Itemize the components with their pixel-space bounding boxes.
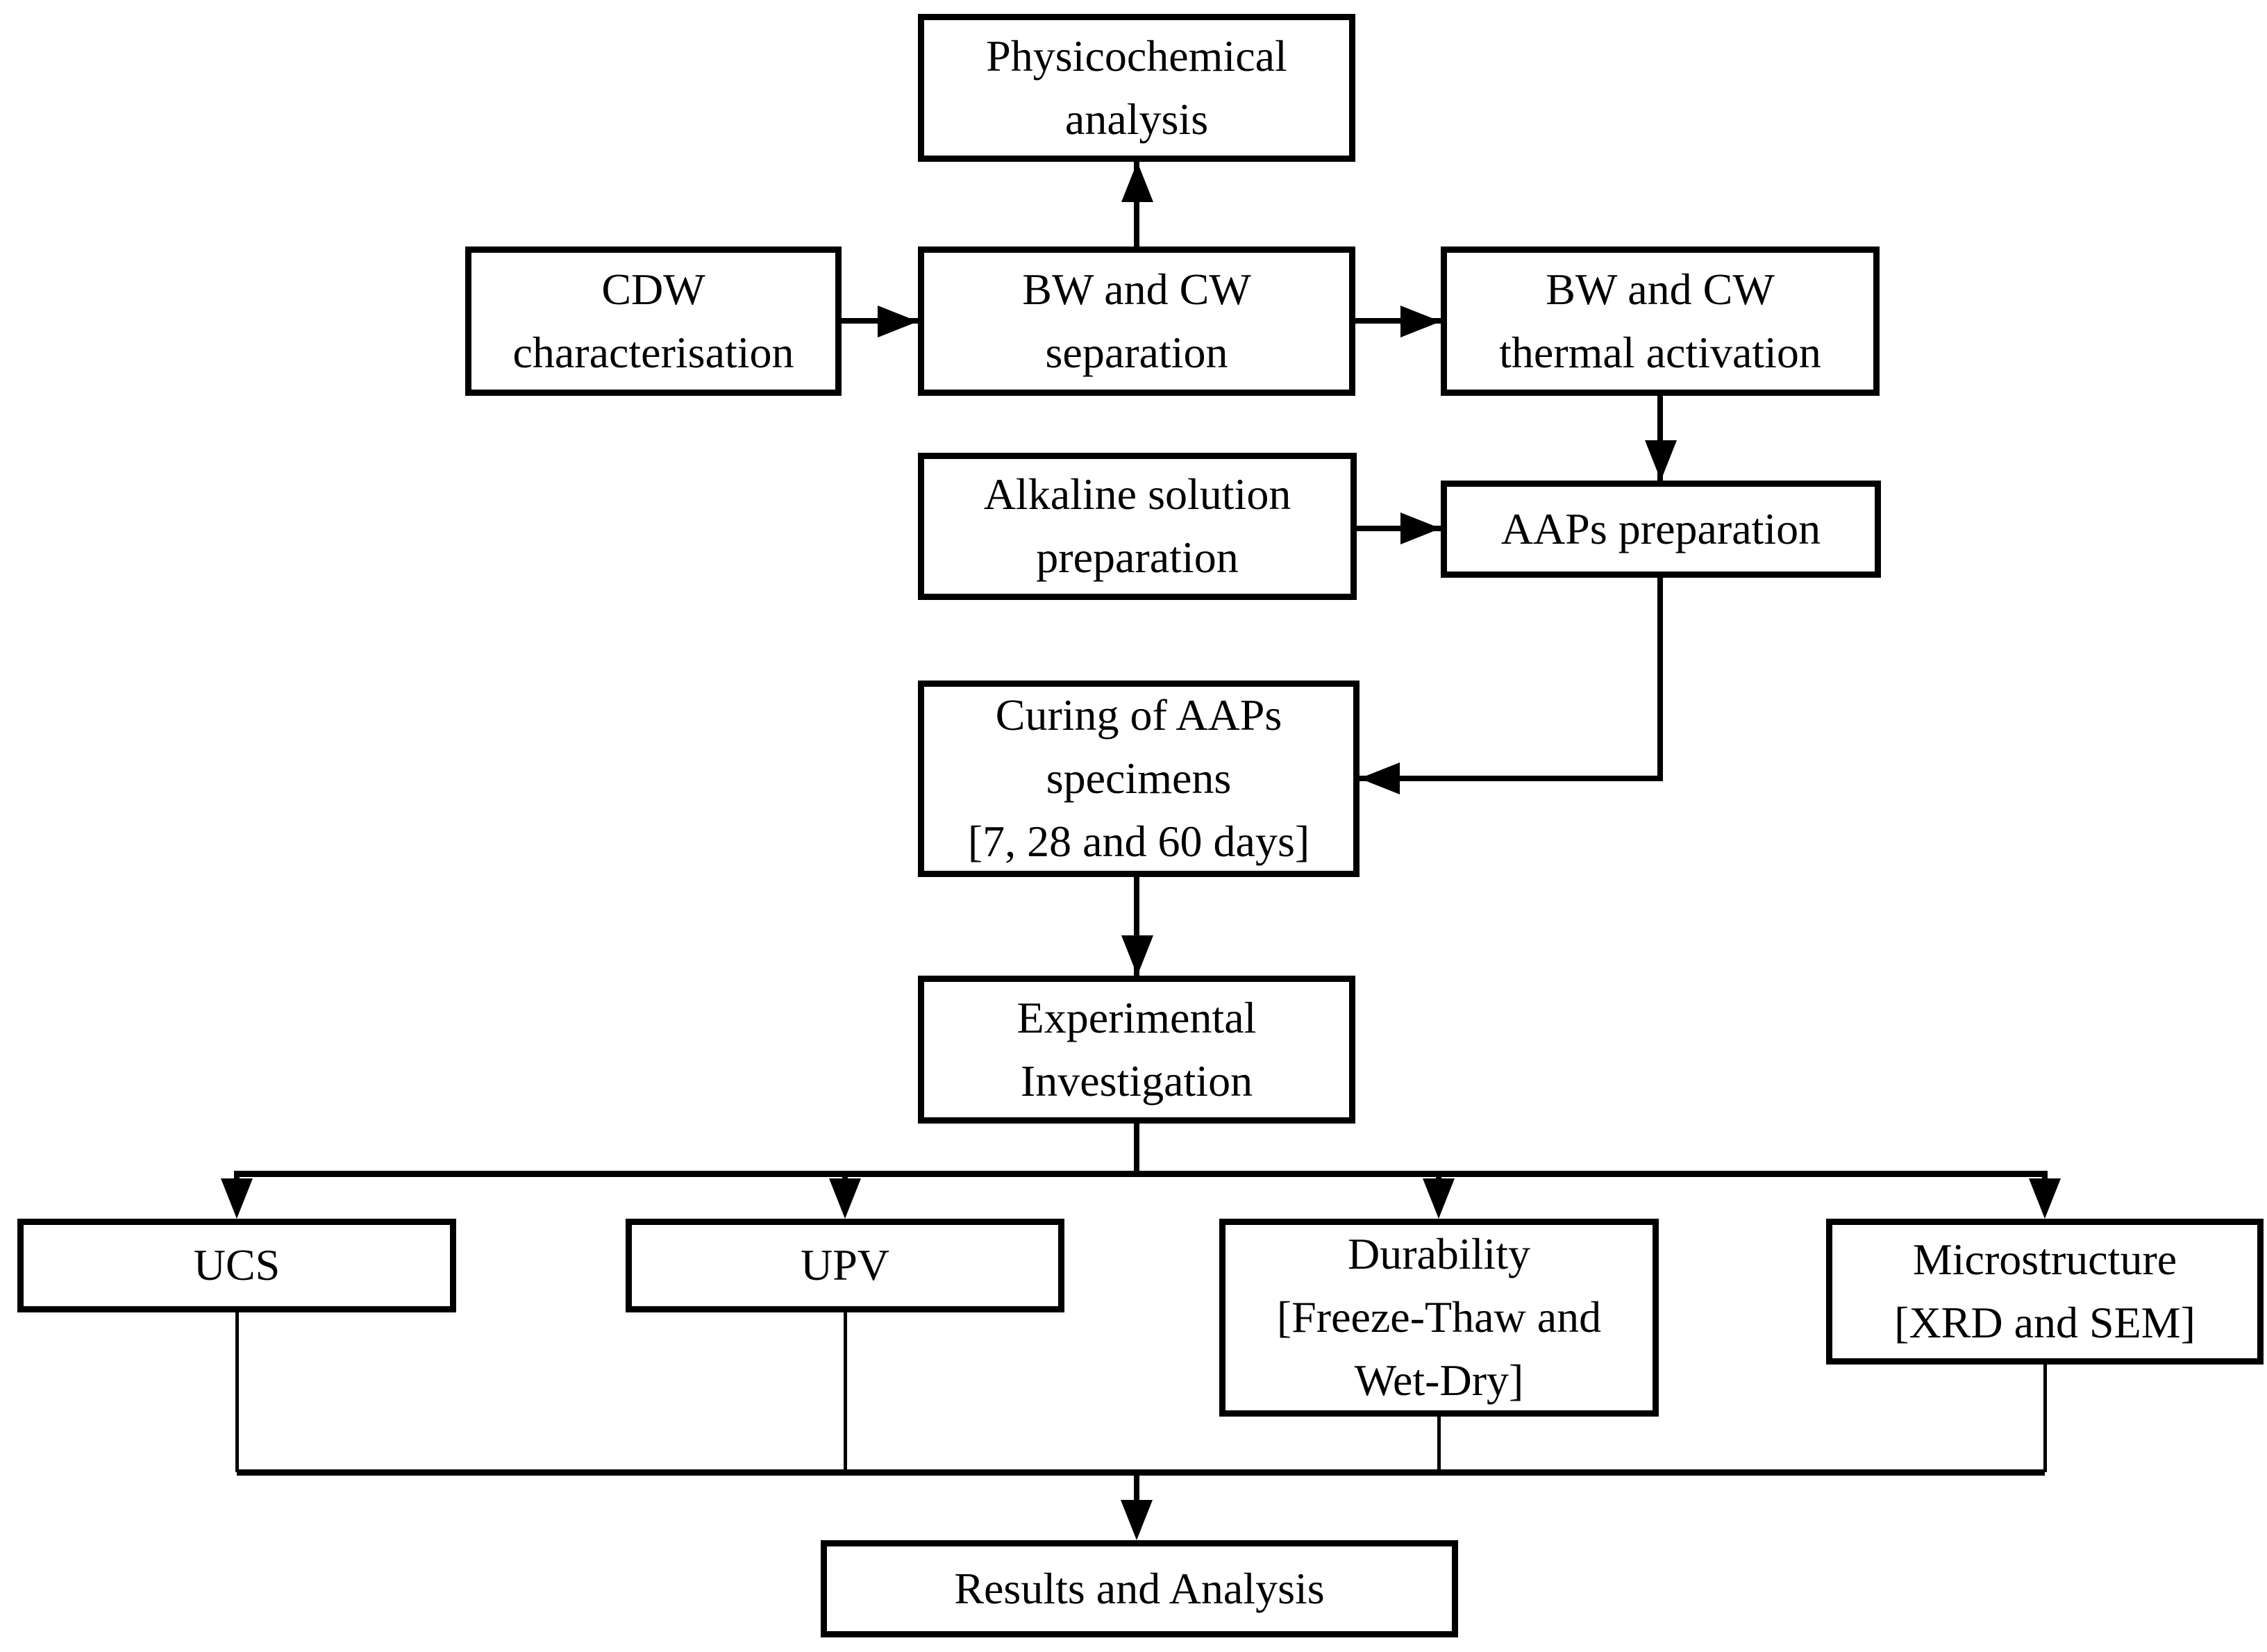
node-label: UPV [800,1240,890,1290]
node-label: BW and CW thermal activation [1499,264,1821,377]
node-label: Results and Analysis [954,1563,1325,1613]
arrowhead-up-into-physicochemical [1121,162,1153,202]
node-cdw-characterisation: CDW characterisation [465,247,842,396]
node-label: Durability [Freeze-Thaw and Wet-Dry] [1276,1229,1602,1405]
node-curing-of-aaps-specimens: Curing of AAPs specimens [7, 28 and 60 d… [918,681,1360,877]
node-experimental-investigation: Experimental Investigation [918,976,1355,1124]
arrowhead-right-into-thermal [1400,306,1441,337]
connector-separation-to-thermal [1355,318,1441,324]
arrowhead-down-into-results [1121,1500,1153,1540]
connector-durability-to-collect-bus [1437,1417,1441,1472]
node-upv: UPV [626,1219,1064,1312]
connector-upv-to-collect-bus [844,1312,847,1472]
arrowhead-down-into-durability [1423,1178,1455,1219]
node-bw-cw-thermal-activation: BW and CW thermal activation [1441,247,1880,396]
node-ucs: UCS [17,1219,456,1312]
node-results-and-analysis: Results and Analysis [821,1540,1458,1637]
connector-thermal-to-aaps [1657,396,1663,481]
node-microstructure: Microstructure [XRD and SEM] [1826,1219,2264,1365]
node-label: CDW characterisation [512,264,794,377]
node-label: UCS [193,1240,281,1290]
node-durability: Durability [Freeze-Thaw and Wet-Dry] [1219,1219,1659,1417]
connector-aaps-to-curing-vertical [1657,578,1663,781]
node-label: BW and CW separation [1022,264,1251,377]
node-alkaline-solution-preparation: Alkaline solution preparation [918,453,1357,600]
node-label: Microstructure [XRD and SEM] [1894,1235,2195,1347]
arrowhead-down-into-aaps [1645,440,1677,481]
connector-collect-bus-to-results [1134,1472,1139,1514]
node-label: Physicochemical analysis [986,31,1287,144]
connector-alkaline-to-aaps [1357,526,1441,531]
connector-curing-to-experimental [1134,877,1139,976]
arrowhead-right-into-separation [878,306,918,337]
connector-separation-to-physicochemical [1134,162,1139,247]
connector-experimental-to-split-bus [1134,1124,1139,1177]
arrowhead-down-into-ucs [221,1178,253,1219]
split-bus-line [237,1171,2045,1177]
arrowhead-down-into-upv [829,1178,861,1219]
node-physicochemical-analysis: Physicochemical analysis [918,14,1355,162]
node-bw-cw-separation: BW and CW separation [918,247,1355,396]
connector-microstructure-to-collect-bus [2043,1365,2047,1472]
connector-aaps-to-curing-horizontal [1360,776,1663,781]
node-label: Curing of AAPs specimens [7, 28 and 60 d… [967,690,1310,866]
arrowhead-down-into-experimental [1121,935,1153,976]
collect-bus-line [237,1469,2045,1476]
node-label: AAPs preparation [1500,503,1821,553]
arrowhead-down-into-microstructure [2029,1178,2061,1219]
connector-ucs-to-collect-bus [235,1312,239,1472]
node-label: Alkaline solution preparation [983,469,1291,582]
arrowhead-left-into-curing [1360,762,1400,794]
node-aaps-preparation: AAPs preparation [1441,481,1881,578]
node-label: Experimental Investigation [1017,992,1257,1105]
arrowhead-right-into-aaps [1400,512,1441,544]
